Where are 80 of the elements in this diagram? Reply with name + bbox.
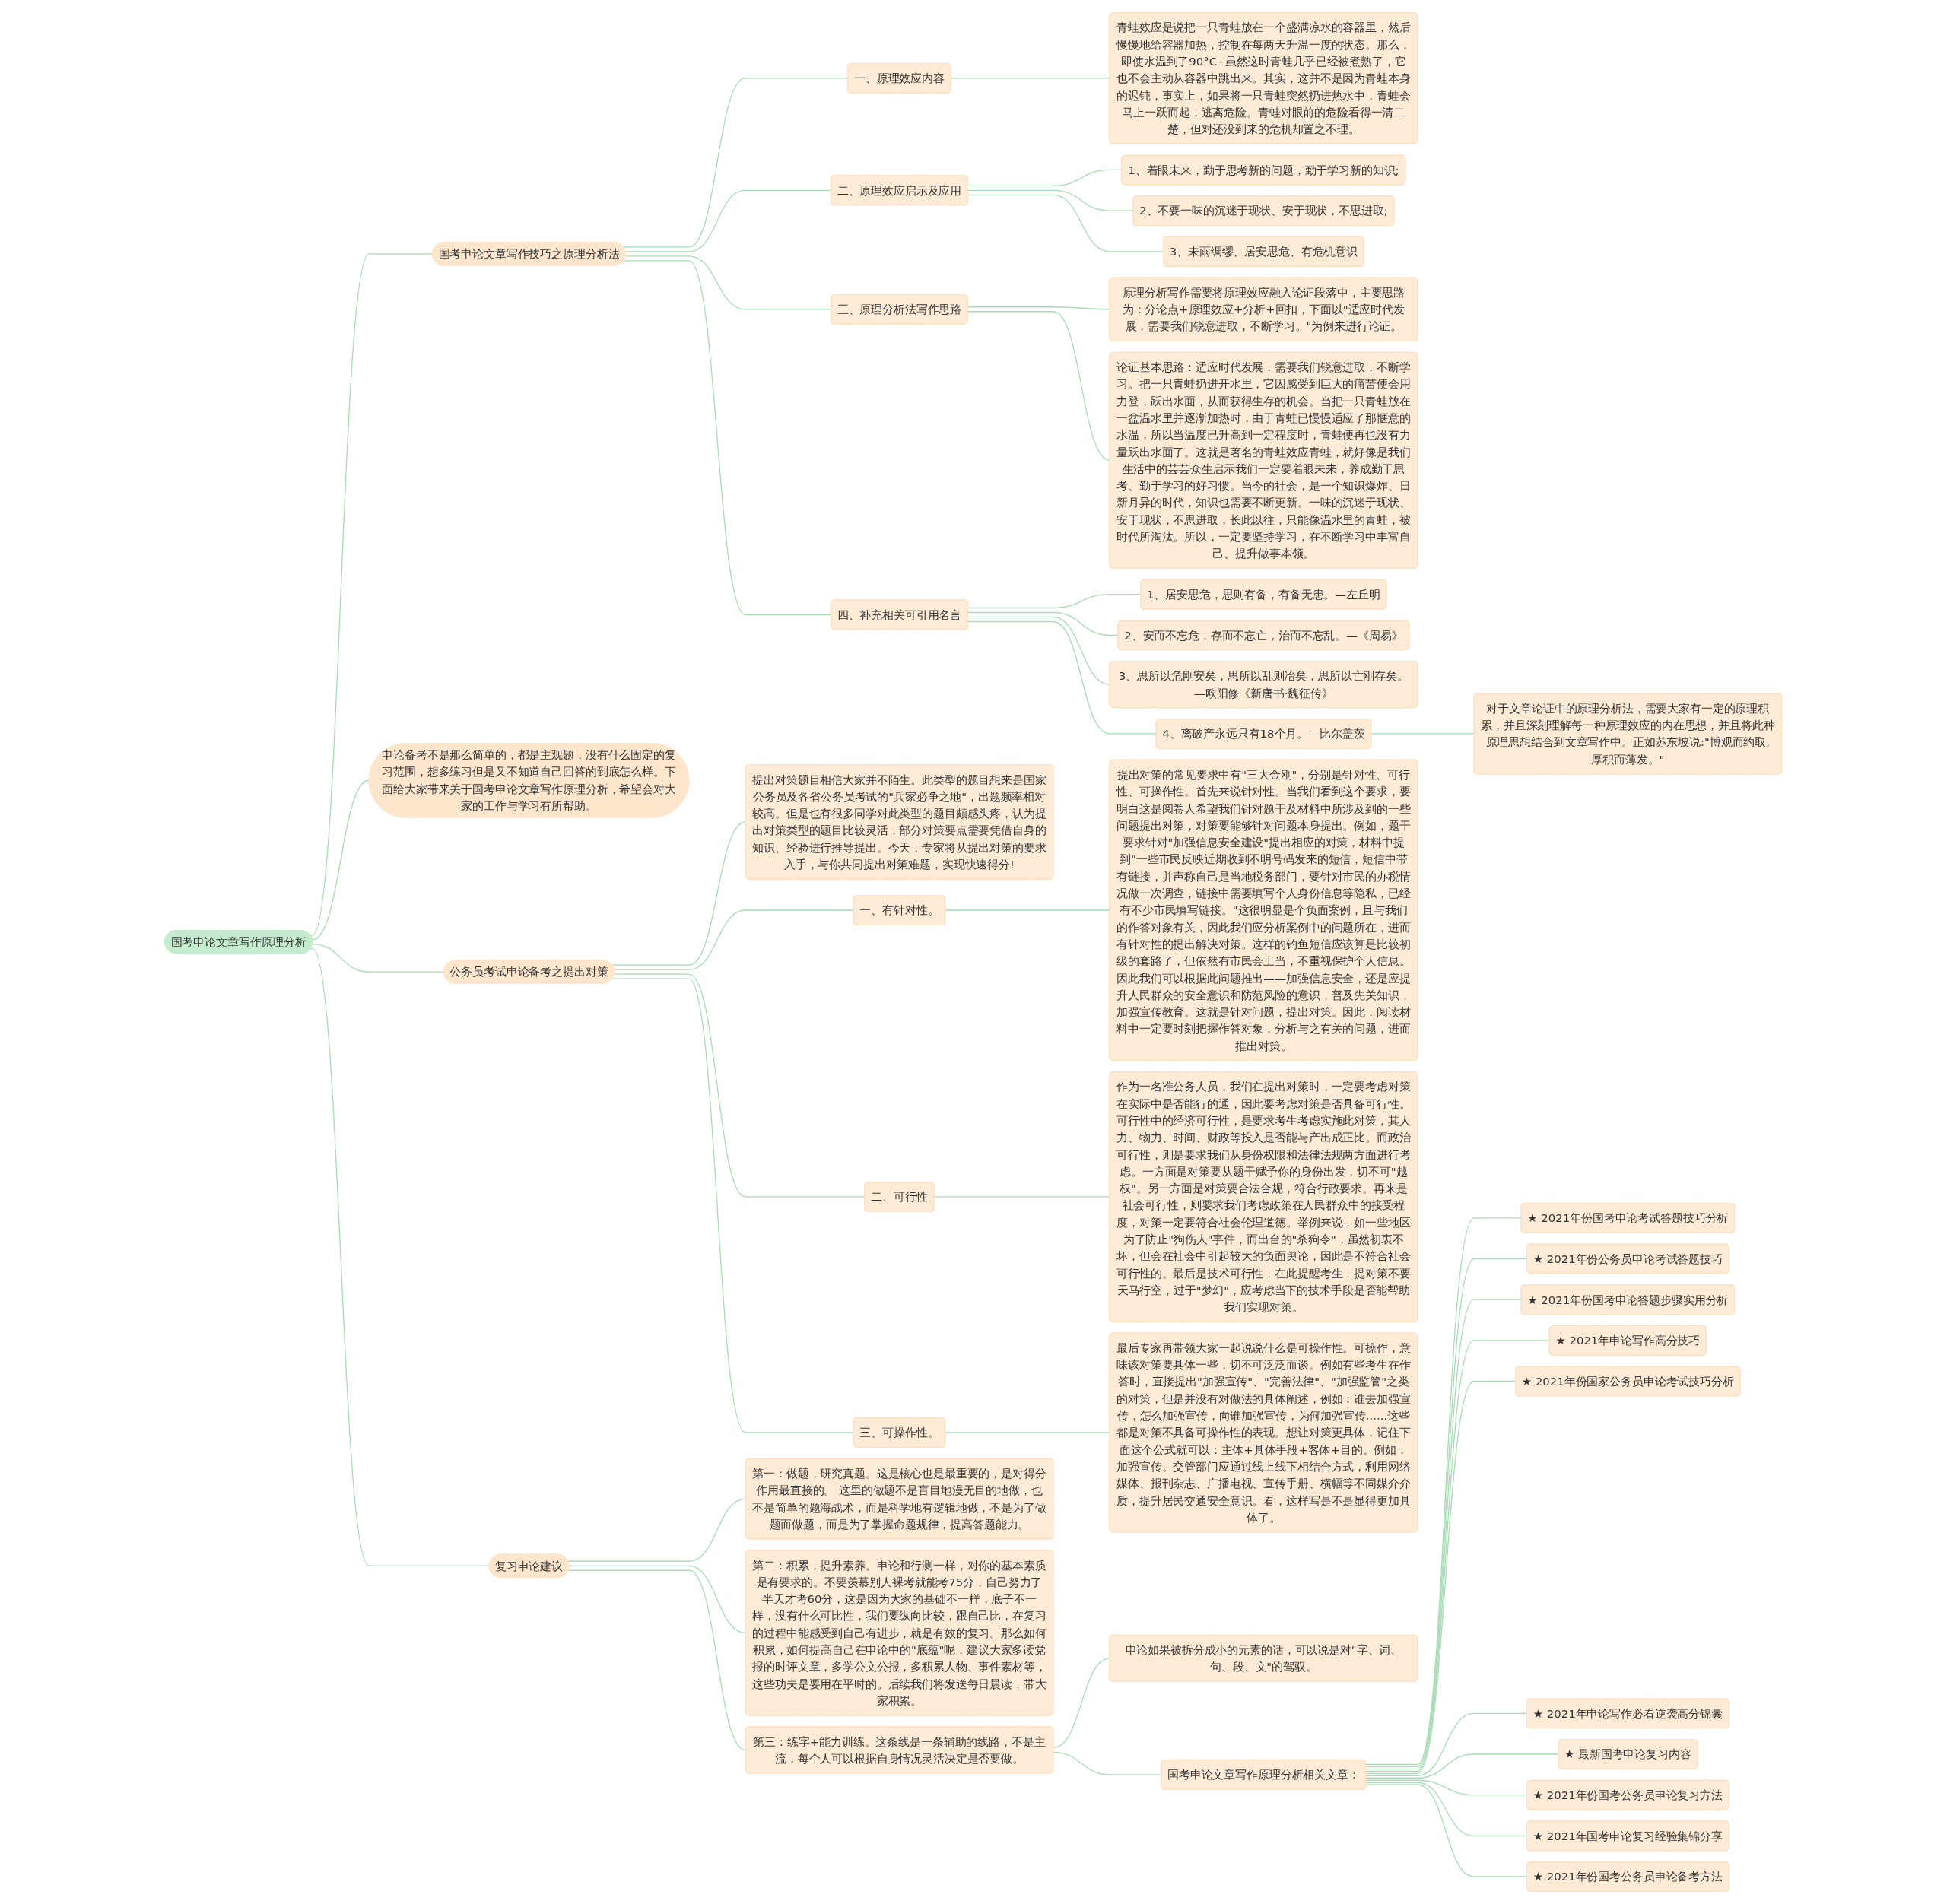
note-card: 最后专家再带领大家一起说说什么是可操作性。可操作，意味该对策要具体一些，切不可泛泛而谈。例如有些考生在作答时，直接提出"加强宣传"、"完善法律"、"加强监管"之类的对策，但是并没有对做法的具体阐述，例如：谁去加强宣传，怎么加强宣传，向谁加强宣传，为何加强宣传......这些都是对策不具备可操作性的表现。想让对策更具体，记住下面这个公式就可以：主体+具体手段+客体+目的。例如：加强宣传。交管部门应通过线上线下相结合方式，利用网络媒体、报刊杂志、广播电视、宣传手册、横幅等不同媒介介质，提升居民交通安全意识。看，这样写是不是显得更加具体了。 (1110, 1332, 1418, 1533)
note-card: 一、原理效应内容 (847, 63, 951, 94)
main-topic: 申论备考不是那么简单的，都是主观题，没有什么固定的复习范围，想多练习但是又不知道自己回答的到底怎么样。下面给大家带来关于国考申论文章写作原理分析，希望会对大家的工作与学习有所帮助。 (369, 743, 690, 818)
note-card: 三、可操作性。 (853, 1417, 946, 1448)
connector-line (967, 189, 1134, 211)
connector-line (611, 978, 855, 1433)
connector-line (624, 255, 832, 310)
note-card: ★ 2021年份国考申论考试答题技巧分析 (1521, 1202, 1736, 1233)
connector-line (1365, 1380, 1517, 1774)
main-topic: 公务员考试申论备考之提出对策 (443, 960, 615, 984)
note-card: 第一：做题，研究真题。这是核心也是最重要的，是对得分作用最直接的。 这里的做题不是盲目地漫无目的地做，也不是简单的题海战术，而是科学地有逻辑地做，不是为了做题而做题，而是为了掌握命题规律，提高答题能力。 (745, 1458, 1054, 1540)
connector-line (933, 1196, 1111, 1198)
note-card: 青蛙效应是说把一只青蛙放在一个盛满凉水的容器里，然后慢慢地给容器加热，控制在每两天升温一度的状态。那么，即使水温到了90°C--虽然这时青蛙几乎已经被煮熟了，它也不会主动从容器中跳出来。其实，这并不是因为青蛙本身的迟钝，事实上，如果将一只青蛙突然扔进热水中，青蛙会马上一跃而起，逃离危险。青蛙对眼前的危险看得一清二楚，但对还没到来的危机却置之不理。 (1110, 12, 1418, 144)
connector-line (611, 821, 747, 966)
note-card: 提出对策题目相信大家并不陌生。此类型的题目想来是国家公务员及各省公务员考试的"兵家必争之地"，出题频率相对较高。但是也有很多同学对此类型的题目颇感头疼，认为提出对策类型的题目比较灵活，部分对策要点需要凭借自身的知识、经验进行推导提出。今天，专家将从提出对策的要求入手，与你共同提出对策难题，实现快速得分! (745, 764, 1054, 880)
connector-line (1365, 1779, 1528, 1796)
note-card: 二、原理效应启示及应用 (831, 175, 969, 206)
note-card: 第二：积累，提升素养。申论和行测一样，对你的基本素质是有要求的。不要羡慕别人裸考就能考75分，自己努力了半天才考60分，这是因为大家的基础不一样，底子不一样，没有什么可比性，我们要纵向比较，跟自己比，在复习的过程中能感受到自己有进步，就是有效的复习。那么如何积累，如何提高自己在申论中的"底蕴"呢，建议大家多读党报的时评文章，多学公文公报，多积累人物、事件素材等，这些功夫是要用在平时的。后续我们将发送每日晨读，带大家积累。 (745, 1550, 1054, 1716)
connector-line (1365, 1782, 1528, 1836)
connector-line (623, 260, 832, 616)
connector-line (567, 1569, 747, 1751)
note-card: ★ 2021年国考申论复习经验集锦分享 (1526, 1820, 1729, 1852)
connector-line (1365, 1340, 1551, 1772)
connector-line (967, 611, 1120, 636)
note-card: 国考申论文章写作原理分析相关文章： (1161, 1760, 1367, 1790)
connector-line (310, 253, 434, 936)
central-topic: 国考申论文章写作原理分析 (164, 930, 313, 954)
note-card: 2、不要一味的沉迷于现状、安于现状，不思进取; (1132, 195, 1395, 226)
connector-line (967, 169, 1123, 186)
connector-line (967, 306, 1111, 310)
note-card: ★ 2021年申论写作高分技巧 (1549, 1325, 1707, 1356)
main-topic: 复习申论建议 (488, 1553, 570, 1578)
connector-line (310, 948, 491, 1566)
note-card: 论证基本思路：适应时代发展，需要我们锐意进取，不断学习。把一只青蛙扔进开水里，它因感受到巨大的痛苦便会用力登，跃出水面，从而获得生存的机会。当把一只青蛙放在一盆温水里并逐渐加热时，由于青蛙已慢慢适应了那惬意的水温，所以当温度已升高到一定程度时，青蛙便再也没有力量跃出水面了。这就是著名的青蛙效应青蛙，就好像是我们生活中的芸芸众生启示我们一定要着眼未来，养成勤于思考、勤于学习的好习惯。当今的社会，是一个知识爆炸、日新月异的时代，知识也需要不断更新。一味的沉迷于现状、安于现状，不思进取，长此以往，只能像温水里的青蛙，被时代所淘汰。所以，一定要坚持学习，在不断学习中丰富自己、提升做事本领。 (1110, 351, 1418, 569)
connector-line (1371, 733, 1475, 735)
connector-line (623, 78, 849, 248)
connector-line (568, 1565, 747, 1634)
note-card: 1、居安思危，思则有备，有备无患。—左丘明 (1140, 579, 1387, 610)
connector-line (1053, 1658, 1111, 1749)
connector-line (1365, 1753, 1559, 1779)
note-card: ★ 2021年份公务员申论考试答题技巧 (1526, 1243, 1729, 1274)
connector-line (967, 311, 1111, 461)
note-card: ★ 2021年份国考公务员申论备考方法 (1526, 1861, 1729, 1892)
note-card: 对于文章论证中的原理分析法，需要大家有一定的原理积累，并且深刻理解每一种原理效应的内在思想，并且将此种原理思想结合到文章写作中。正如苏东坡说:"博观而约取,厚积而薄发。" (1473, 693, 1783, 775)
connector-line (312, 779, 370, 941)
main-topic: 国考申论文章写作技巧之原理分析法 (432, 242, 627, 266)
connector-line (967, 620, 1158, 735)
note-card: 一、有针对性。 (853, 895, 946, 925)
note-card: 2、安而不忘危，存而不忘亡，治而不忘乱。—《周易》 (1118, 620, 1410, 651)
connector-line (1365, 1784, 1528, 1877)
note-card: ★ 2021年份国考申论答题步骤实用分析 (1521, 1284, 1736, 1315)
note-card: 第三：练字+能力训练。这条线是一条辅助的线路，不是主流，每个人可以根据自身情况灵活决定是否要做。 (745, 1726, 1054, 1774)
connector-line (567, 1498, 747, 1562)
connector-line (950, 78, 1111, 79)
connector-line (967, 616, 1111, 685)
note-card: 4、离破产永远只有18个月。—比尔盖茨 (1156, 719, 1372, 749)
note-card: 三、原理分析法写作思路 (831, 294, 969, 325)
connector-line (1365, 1712, 1528, 1776)
connector-line (613, 973, 866, 1198)
connector-line (1053, 1751, 1162, 1775)
connector-line (967, 194, 1164, 252)
note-card: 3、思所以危刚安矣，思所以乱则冶矣，思所以亡刚存矣。—欧阳修《新唐书·魏征传》 (1110, 661, 1418, 709)
connector-line (312, 944, 445, 973)
note-card: 二、可行性 (865, 1182, 935, 1212)
note-card: 原理分析写作需要将原理效应融入论证段落中，主要思路为：分论点+原理效应+分析+回扣，下面以"适应时代发展，需要我们锐意进取，不断学习。"为例来进行论证。 (1110, 277, 1418, 341)
note-card: 申论如果被拆分成小的元素的话，可以说是对"字、词、句、段、文"的驾驭。 (1110, 1634, 1418, 1682)
connector-line (945, 909, 1111, 911)
connector-line (624, 189, 832, 252)
note-card: ★ 最新国考申论复习内容 (1558, 1739, 1698, 1769)
connector-line (613, 909, 855, 970)
connector-line (945, 1432, 1111, 1433)
note-card: 1、着眼未来，勤于思考新的问题，勤于学习新的知识; (1121, 154, 1406, 186)
note-card: ★ 2021年份国考公务员申论复习方法 (1526, 1779, 1729, 1810)
note-card: ★ 2021年份国家公务员申论考试技巧分析 (1515, 1366, 1741, 1397)
connector-line (967, 594, 1142, 609)
note-card: ★ 2021年申论写作必看逆袭高分锦囊 (1526, 1698, 1729, 1729)
note-card: 提出对策的常见要求中有"三大金刚"，分别是针对性、可行性、可操作性。首先来说针对性。当我们看到这个要求，要明白这是阅卷人希望我们针对题干及材料中所涉及到的一些问题提出对策，对策要能够针对问题本身提出。例如，题干要求针对"加强信息安全建设"提出相应的对策，材料中提到"一些市民反映近期收到不明号码发来的短信，短信中带有链接，并声称自己是当地税务部门，要针对市民的办税情况做一次调查，链接中需要填写个人身份信息等隐私，已经有不少市民填写链接。"这很明显是个负面案例，且与我们的作答对象有关，因此我们应分析案例中的问题所在，进而有针对性的提出解决对策。这样的钓鱼短信应该算是比较初级的套路了，但依然有市民会上当，不重视保护个人信息。因此我们可以根据此问题推出——加强信息安全，还是应提升人民群众的安全意识和防范风险的意识，普及先关知识，加强宣传教育。这就是针对问题，提出对策。因此，阅读材料中一定要时刻把握作答对象，分析与之有关的问题，进而推出对策。 (1110, 759, 1418, 1061)
note-card: 作为一名准公务人员，我们在提出对策时，一定要考虑对策在实际中是否能行的通，因此要考虑对策是否具备可行性。可行性中的经济可行性，是要求考生考虑实施此对策，其人力、物力、时间、财政等投入是否能与产出成正比。而政治可行性，则是要求我们从身份权限和法律法规两方面进行考虑。一方面是对策要从题干赋予你的身份出发，切不可"越权"。另一方面是对策要合法合规，符合行政要求。再来是社会可行性，则要求我们考虑政策在人民群众中的接受程度，对策一定要符合社会伦理道德。举例来说，如一些地区为了防止"狗伤人"事件，而出台的"杀狗令"，虽然初衷不坏，但会在社会中引起较大的负面舆论，因此是不符合社会可行性的。最后是技术可行性，在此提醒考生，提对策不要天马行空，过于"梦幻"，应考虑当下的技术手段是否能帮助我们实现对策。 (1110, 1071, 1418, 1322)
note-card: 四、补充相关可引用名言 (831, 599, 969, 630)
note-card: 3、未雨绸缪、居安思危、有危机意识 (1163, 236, 1365, 267)
